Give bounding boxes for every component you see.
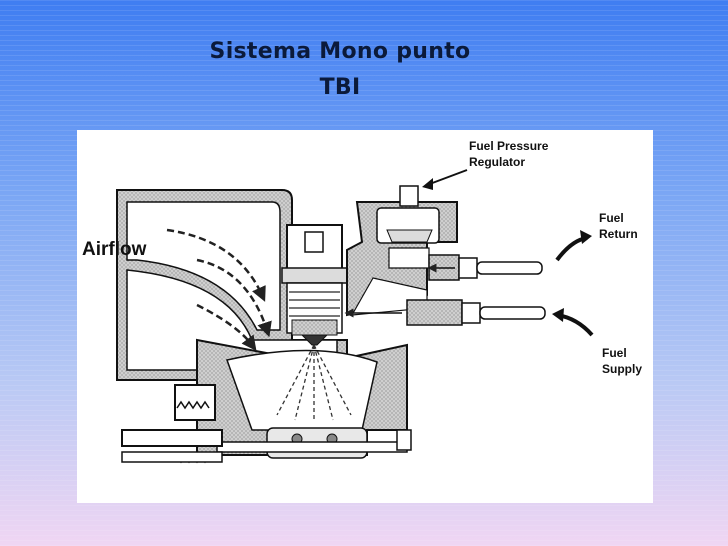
fuel-spray	[276, 344, 352, 422]
title-line-1: Sistema Mono punto	[209, 39, 471, 64]
label-regulator-line1: Fuel Pressure	[469, 139, 549, 153]
fuel-pressure-regulator	[346, 185, 458, 317]
fuel-return-fitting	[427, 254, 543, 281]
throttle-linkage	[121, 384, 412, 464]
label-regulator-line2: Regulator	[469, 155, 525, 169]
label-supply-line1: Fuel	[602, 346, 627, 360]
label-return-line2: Return	[599, 227, 638, 241]
fuel-injector	[281, 224, 348, 346]
label-airflow: Airflow	[82, 239, 147, 260]
label-return-line1: Fuel	[599, 211, 624, 225]
tbi-diagram-panel: Airflow Fuel Pressure Regulator Fuel Ret…	[77, 130, 653, 503]
tbi-diagram: Airflow Fuel Pressure Regulator Fuel Ret…	[82, 139, 642, 464]
airflow-arrows	[166, 228, 272, 351]
title-line-2: TBI	[319, 75, 361, 100]
slide-title: Sistema Mono punto TBI	[170, 34, 510, 106]
throttle-body	[196, 338, 408, 459]
label-supply-line2: Supply	[602, 362, 642, 376]
callout-arrows	[422, 169, 594, 337]
fuel-supply-fitting	[344, 299, 546, 326]
